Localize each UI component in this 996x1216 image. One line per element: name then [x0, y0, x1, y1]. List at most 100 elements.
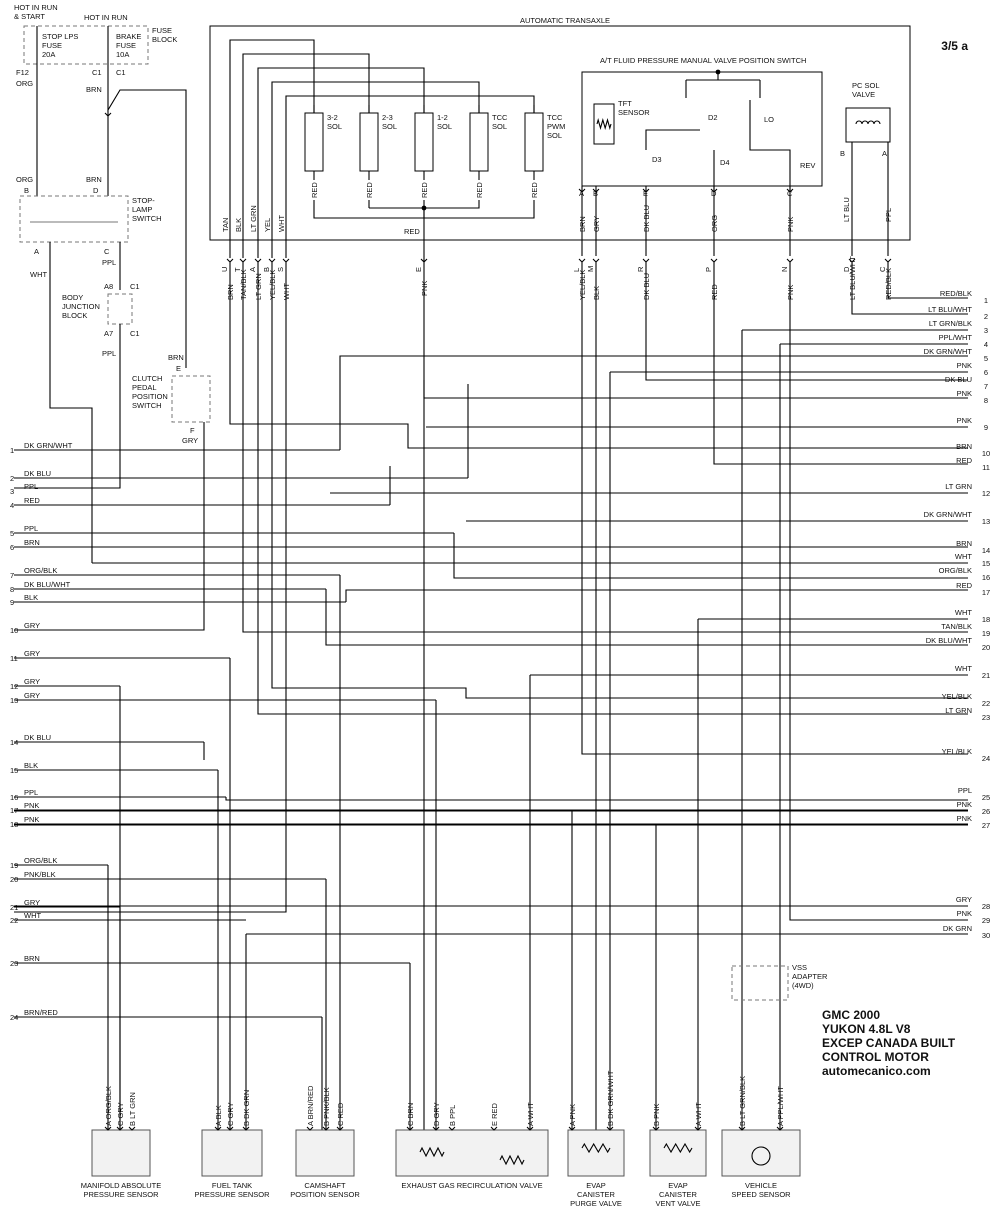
solenoid-3 [469, 112, 489, 172]
right-terminal-wire: LT BLU/WHT [928, 305, 972, 314]
switch-pos-rev: REV [800, 161, 815, 170]
right-terminal-number: 28 [982, 902, 990, 911]
sensor-4 [567, 1129, 625, 1177]
gry-clutch-wire [14, 422, 205, 631]
right-terminal-number: 12 [982, 489, 990, 498]
right-terminal-number: 8 [984, 396, 988, 405]
right-terminal-wire: PNK [957, 361, 972, 370]
right-terminal-number: 10 [982, 449, 990, 458]
solenoid-wire-red: RED [365, 182, 374, 198]
right-terminal-number: 15 [982, 559, 990, 568]
right-terminal-number: 16 [982, 573, 990, 582]
purge-valve-coil [581, 1142, 611, 1154]
sensor-pin-label: A ORG/BLK [104, 1086, 113, 1126]
right-terminal-number: 25 [982, 793, 990, 802]
left-terminal-wire: RED [24, 496, 40, 505]
hot-in-run-start-label: HOT IN RUN [14, 3, 58, 12]
sensor-name: VEHICLE [745, 1181, 777, 1190]
right-terminal-wire: PNK [957, 909, 972, 918]
connector-pin-letter: E [414, 267, 423, 272]
vss-adapter-label: VSS [792, 963, 807, 972]
sensor-pin-label: B PNK/BLK [322, 1087, 331, 1126]
left-terminal-wire: DK BLU [24, 469, 51, 478]
connector-pin-letter: M [586, 266, 595, 272]
right-terminal-wire: PNK [957, 800, 972, 809]
left-terminal-wire: PNK/BLK [24, 870, 56, 879]
sensor-pin-label: D GRY [432, 1102, 441, 1126]
rail-ppl [453, 533, 968, 579]
left-terminal-wire: GRY [24, 898, 40, 907]
right-terminal-wire: WHT [955, 608, 972, 617]
connector-pin-M [592, 258, 600, 263]
rail-dk-blu-wht [325, 589, 968, 646]
bjb-wire-ppl: PPL [102, 349, 116, 358]
sensor-name: EVAP [668, 1181, 687, 1190]
sensor-name: PURGE VALVE [570, 1199, 622, 1208]
left-terminal-number: 1 [10, 446, 14, 455]
fuse-block [23, 25, 149, 65]
trunk-lt-grn [257, 262, 968, 715]
sensor-pin-label: A PNK [568, 1104, 577, 1126]
transaxle-wire-label: TAN [221, 218, 230, 232]
sensor-pin-label: B LT GRN [128, 1092, 137, 1126]
solenoid-label: 3-2 [327, 113, 338, 122]
connector-pin-letter: R [636, 266, 645, 272]
right-terminal-number: 9 [984, 423, 988, 432]
fuse-pin-c1: C1 [92, 68, 102, 77]
right-terminal-wire: GRY [956, 895, 972, 904]
stop-lamp-switch-label: SWITCH [132, 214, 162, 223]
stop-lps-fuse-label: STOP LPS [42, 32, 78, 41]
left-terminal-wire: BRN/RED [24, 1008, 58, 1017]
left-terminal-number: 8 [10, 585, 14, 594]
clutch-switch-label: CLUTCH [132, 374, 162, 383]
connector-pin-letter: T [233, 267, 242, 272]
switch-rev-link [749, 100, 791, 190]
hot-in-run-label: HOT IN RUN [84, 13, 128, 22]
fluid-switch-wire-label: GRY [592, 216, 601, 232]
sensor-pin-label: B LT GRN/BLK [738, 1076, 747, 1126]
pc-sol-valve [845, 107, 891, 143]
right-terminal-wire: BRN [956, 442, 972, 451]
connector-pin-letter: U [220, 267, 229, 272]
left-terminal-wire: GRY [24, 691, 40, 700]
left-terminal-wire: BLK [24, 593, 38, 602]
left-terminal-wire: BRN [24, 538, 40, 547]
right-terminal-wire: LT GRN [945, 482, 972, 491]
bjb-connector-c1: C1 [130, 282, 140, 291]
stop-lamp-wire-ppl: PPL [102, 258, 116, 267]
tft-sensor-label: SENSOR [618, 108, 650, 117]
solenoid-label: PWM [547, 122, 565, 131]
right-terminal-number: 19 [982, 629, 990, 638]
sensor-1 [201, 1129, 263, 1177]
title-block-line: GMC 2000 [822, 1008, 880, 1022]
right-terminal-wire: DK GRN/WHT [924, 510, 973, 519]
left-terminal-wire: BRN [24, 954, 40, 963]
right-terminal-wire: DK GRN/WHT [924, 347, 973, 356]
sensor-pin [526, 1126, 534, 1131]
left-terminal-number: 10 [10, 626, 18, 635]
sensor-pin-label: B PNK [652, 1103, 661, 1126]
tft-resistor [596, 118, 612, 130]
stop-lamp-switch-label: LAMP [132, 205, 152, 214]
right-terminal-number: 3 [984, 326, 988, 335]
right-terminal-wire: RED/BLK [940, 289, 972, 298]
connector-pin-letter: B [262, 267, 271, 272]
right-terminal-number: 6 [984, 368, 988, 377]
automatic-transaxle [209, 25, 911, 241]
sensor-pin [128, 1126, 136, 1131]
sensor-5 [649, 1129, 707, 1177]
connector-pin-letter: D [842, 266, 851, 272]
connector-pin-B [268, 258, 276, 263]
ppl-brake-wire [14, 324, 121, 489]
pc-sol-label: VALVE [852, 90, 875, 99]
fluid-switch-wire-label: BRN [578, 216, 587, 232]
brn-clutch-wire [107, 64, 187, 368]
trunk-wht [14, 262, 287, 913]
right-terminal-number: 4 [984, 340, 988, 349]
right-terminal-number: 27 [982, 821, 990, 830]
solenoid-label: TCC [492, 113, 508, 122]
stop-lamp-pin-a: A [34, 247, 39, 256]
fluid-switch-label: A/T FLUID PRESSURE MANUAL VALVE POSITION… [600, 56, 806, 65]
sensor-3 [395, 1129, 549, 1177]
sensor-pin [322, 1126, 330, 1131]
